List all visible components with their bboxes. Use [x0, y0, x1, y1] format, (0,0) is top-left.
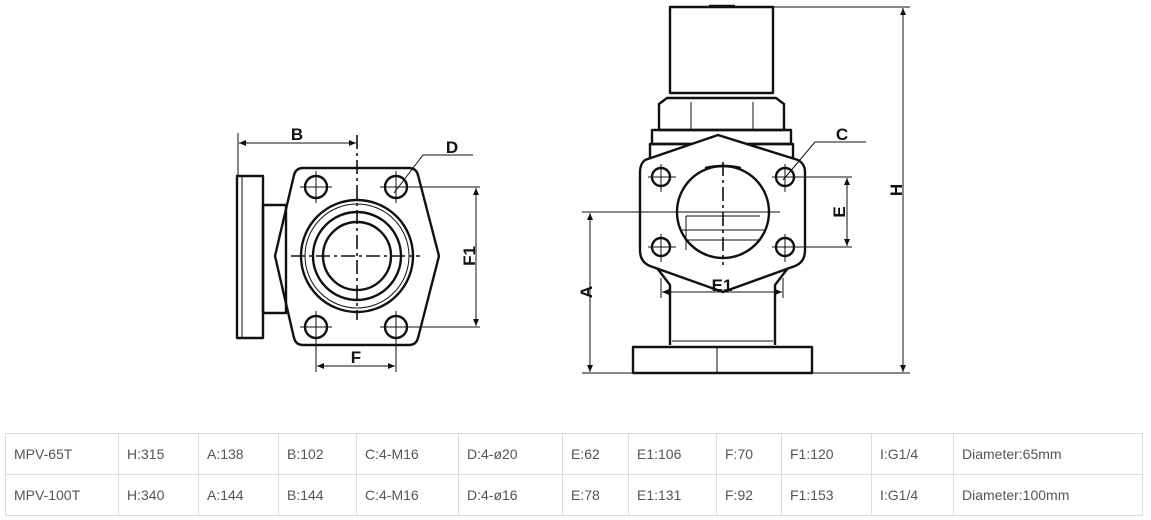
table-cell: E1:131: [628, 474, 717, 516]
side-view: B D F1 F: [235, 125, 480, 372]
dim-label-c: C: [836, 125, 848, 144]
table-cell: F:70: [716, 433, 782, 475]
table-cell: B:144: [278, 474, 357, 516]
dim-label-d: D: [446, 138, 458, 157]
dim-label-f: F: [351, 348, 361, 367]
table-cell: MPV-100T: [5, 474, 119, 516]
table-cell: Diameter:100mm: [953, 474, 1143, 516]
dim-label-e1: E1: [712, 276, 733, 295]
table-cell: D:4-ø20: [458, 433, 563, 475]
table-cell: D:4-ø16: [458, 474, 563, 516]
dim-label-f1: F1: [460, 246, 479, 266]
table-cell: Diameter:65mm: [953, 433, 1143, 475]
table-cell: B:102: [278, 433, 357, 475]
table-cell: E:78: [562, 474, 629, 516]
dim-label-e: E: [830, 206, 849, 217]
table-cell: F1:120: [781, 433, 872, 475]
table-cell: A:138: [198, 433, 279, 475]
dim-label-b: B: [291, 125, 303, 144]
table-cell: H:315: [118, 433, 199, 475]
front-view: H A E E1 C: [577, 4, 910, 375]
table-cell: A:144: [198, 474, 279, 516]
table-cell: F:92: [716, 474, 782, 516]
table-cell: E1:106: [628, 433, 717, 475]
table-cell: E:62: [562, 433, 629, 475]
flange-holes: [648, 164, 852, 262]
table-cell: H:340: [118, 474, 199, 516]
table-cell: MPV-65T: [5, 433, 119, 475]
table-cell: C:4-M16: [356, 474, 459, 516]
table-cell: F1:153: [781, 474, 872, 516]
valve-technical-drawing: B D F1 F: [235, 4, 910, 375]
table-cell: I:G1/4: [871, 474, 954, 516]
dim-label-a: A: [577, 286, 596, 298]
table-cell: I:G1/4: [871, 433, 954, 475]
table-cell: C:4-M16: [356, 433, 459, 475]
dim-label-h: H: [887, 184, 906, 196]
